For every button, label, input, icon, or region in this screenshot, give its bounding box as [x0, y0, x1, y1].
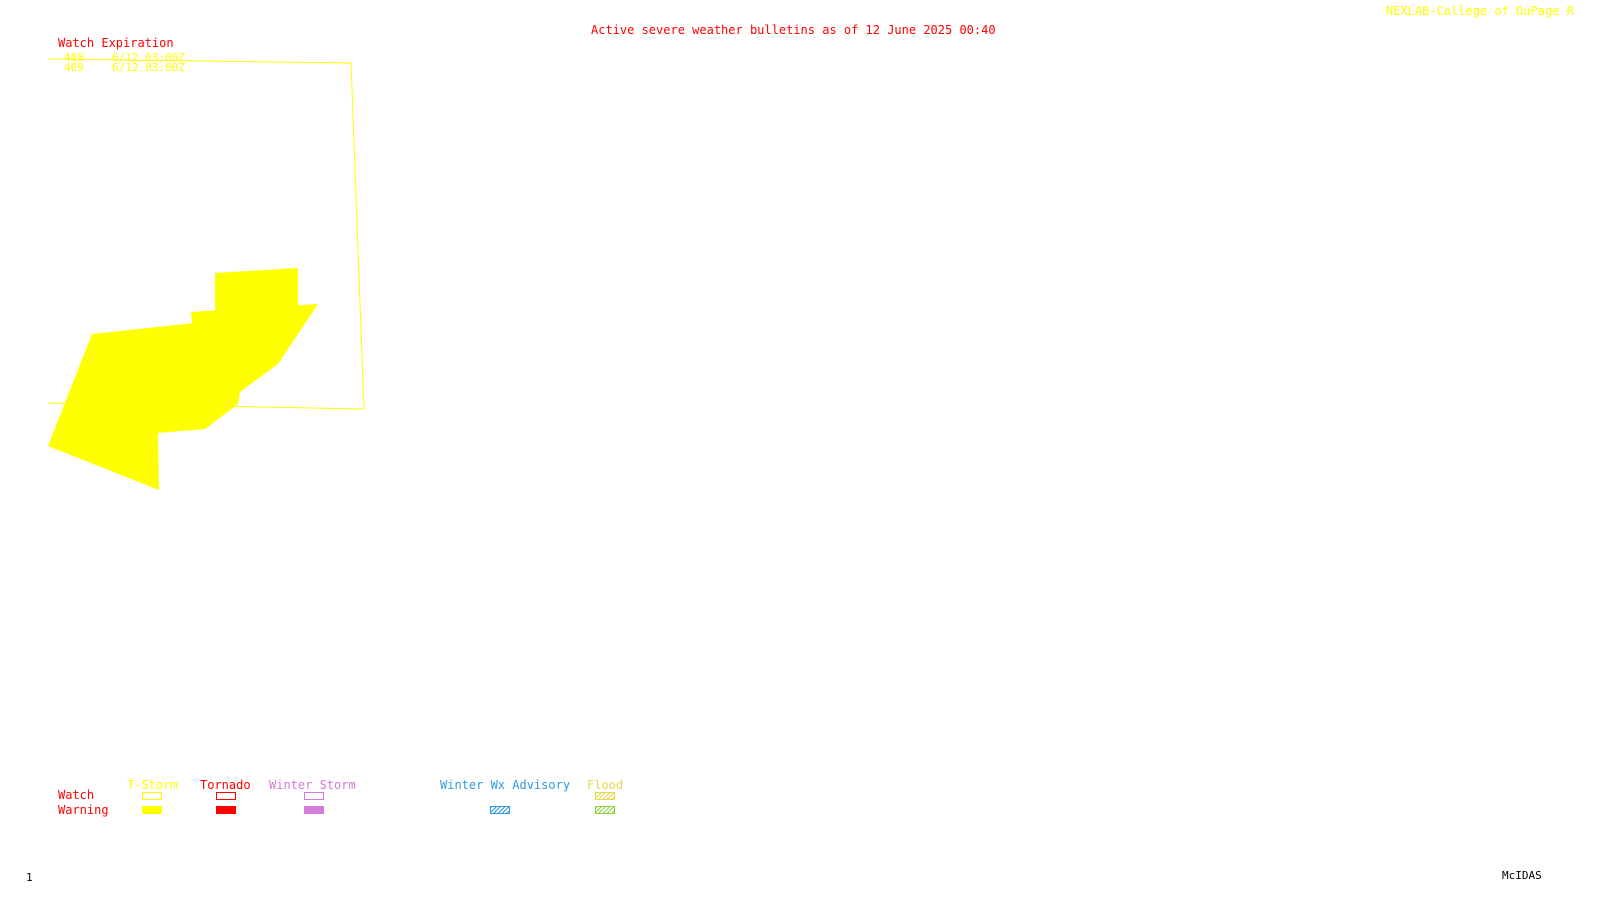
watch-expiry-time: 6/12 03:00Z [112, 61, 185, 74]
flood-watch-swatch [595, 792, 615, 800]
warning-polygon [215, 268, 298, 311]
legend-winter-wx-advisory-label: Winter Wx Advisory [440, 778, 571, 792]
watch-id: 408 [64, 51, 84, 64]
winter-wx-advisory-swatch [490, 806, 510, 814]
warning-polygon [191, 304, 318, 392]
legend-watch-label: Watch [58, 788, 95, 802]
tstorm-warning-polygons [48, 268, 318, 490]
tornado-watch-swatch [216, 792, 236, 800]
flood-warning-swatch [595, 806, 615, 814]
warning-polygon [48, 323, 240, 490]
winter-storm-watch-swatch [304, 792, 324, 800]
frame-number: 1 [26, 871, 33, 884]
legend-winter-storm-label: Winter Storm [269, 778, 356, 792]
legend-flood-label: Flood [587, 778, 624, 792]
software-label: McIDAS [1502, 869, 1542, 882]
credit-label: NEXLAB-College of DuPage R [1386, 4, 1574, 18]
watch-id: 409 [64, 61, 84, 74]
tstorm-warning-swatch [142, 806, 162, 814]
tstorm-watch-swatch [142, 792, 162, 800]
tornado-warning-swatch [216, 806, 236, 814]
legend-warning-label: Warning [58, 803, 109, 817]
legend-tstorm-label: T-Storm [127, 778, 178, 792]
page-title: Active severe weather bulletins as of 12… [591, 23, 996, 37]
legend-tornado-label: Tornado [200, 778, 251, 792]
winter-storm-warning-swatch [304, 806, 324, 814]
watch-expiration-heading: Watch Expiration [58, 36, 174, 50]
